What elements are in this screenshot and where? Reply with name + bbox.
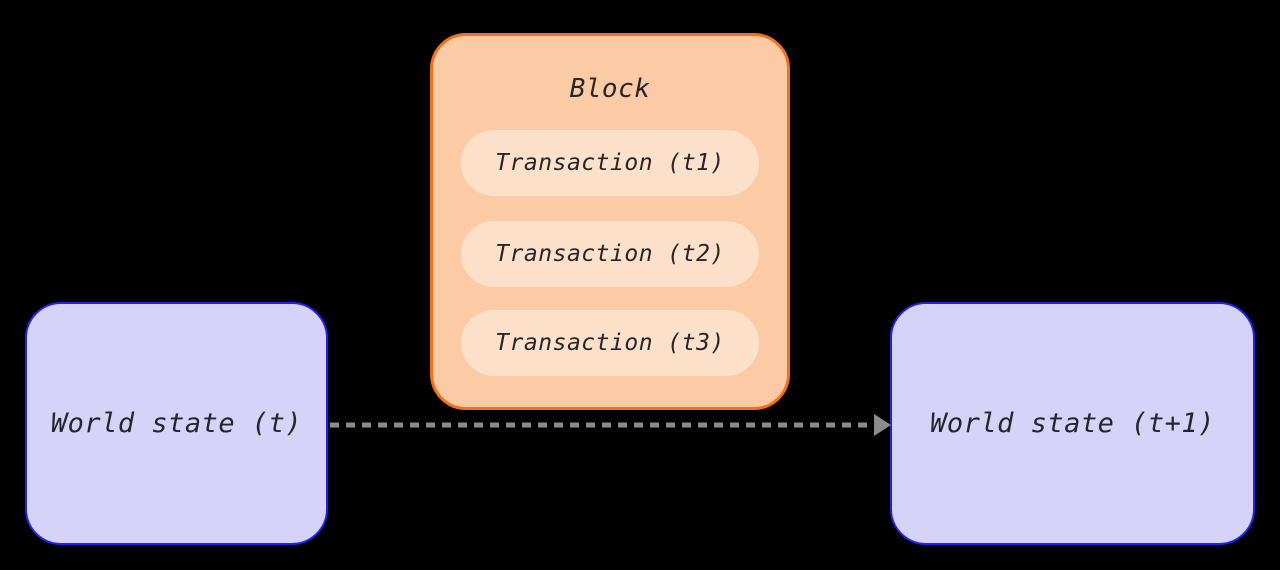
- state-transition-arrow: [330, 414, 891, 436]
- arrowhead-icon: [874, 414, 891, 436]
- world-state-t-node: World state (t): [25, 302, 328, 545]
- world-state-t1-node: World state (t+1): [890, 302, 1255, 545]
- transaction-node-t2: Transaction (t2): [461, 221, 759, 287]
- transaction-node-t1: Transaction (t1): [461, 130, 759, 196]
- world-state-t-label: World state (t): [50, 408, 303, 439]
- block-title: Block: [569, 74, 651, 104]
- world-state-t1-label: World state (t+1): [930, 408, 1215, 439]
- block-node: Block Transaction (t1) Transaction (t2) …: [430, 33, 790, 410]
- transaction-node-t3: Transaction (t3): [461, 310, 759, 376]
